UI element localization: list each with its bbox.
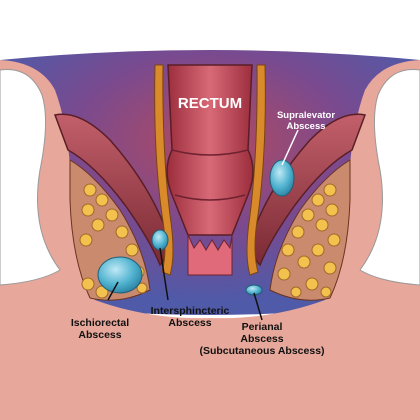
fat-lobule-icon xyxy=(291,225,305,239)
fat-lobule-icon xyxy=(115,225,129,239)
rectum-label: RECTUM xyxy=(178,95,242,112)
fat-lobule-icon xyxy=(95,193,109,207)
abscess-icon xyxy=(97,256,143,294)
intersphincteric-label-line2: Abscess xyxy=(168,317,211,329)
perianal-label-line1: Perianal xyxy=(242,321,283,333)
rectum-fold xyxy=(174,194,246,201)
fat-lobule-icon xyxy=(290,286,302,298)
fat-lobule-icon xyxy=(81,203,95,217)
anal-canal xyxy=(187,234,233,276)
fat-lobule-icon xyxy=(325,203,339,217)
rectum-fold xyxy=(171,149,249,156)
fat-lobule-icon xyxy=(281,243,295,257)
left-pelvic-bone xyxy=(0,69,61,286)
right-pelvic-bone xyxy=(359,69,420,286)
intersphincteric-label-line1: Intersphincteric xyxy=(151,305,230,317)
perianal-label-line3: (Subcutaneous Abscess) xyxy=(199,345,324,357)
right-external-sphincter xyxy=(246,64,266,276)
supralevator-label-line1: Supralevator xyxy=(277,110,335,121)
ischiorectal-label-line2: Abscess xyxy=(78,329,121,341)
fat-lobule-icon xyxy=(83,183,97,197)
rectum-body xyxy=(166,64,254,236)
fat-lobule-icon xyxy=(105,208,119,222)
fat-lobule-icon xyxy=(79,233,93,247)
fat-lobule-icon xyxy=(136,282,148,294)
fat-lobule-icon xyxy=(91,218,105,232)
fat-lobule-icon xyxy=(81,277,95,291)
fat-lobule-icon xyxy=(315,218,329,232)
fat-lobule-icon xyxy=(305,277,319,291)
pointer-line-icon xyxy=(107,281,119,301)
fat-lobule-icon xyxy=(320,286,332,298)
fat-lobule-icon xyxy=(297,255,311,269)
abscess-icon xyxy=(151,229,169,251)
fat-lobule-icon xyxy=(327,233,341,247)
skin-layer xyxy=(0,60,420,420)
left-external-sphincter xyxy=(154,64,174,276)
fat-lobule-icon xyxy=(323,183,337,197)
fat-lobule-icon xyxy=(323,261,337,275)
abscess-icon xyxy=(269,159,295,197)
supralevator-label-line2: Abscess xyxy=(286,121,325,132)
fat-lobule-icon xyxy=(125,243,139,257)
fat-lobule-icon xyxy=(277,267,291,281)
pointer-line-icon xyxy=(281,129,299,166)
pointer-line-icon xyxy=(159,247,169,301)
fat-lobule-icon xyxy=(311,243,325,257)
perianal-label-line2: Abscess xyxy=(240,333,283,345)
ischiorectal-label-line1: Ischiorectal xyxy=(71,317,129,329)
fat-lobule-icon xyxy=(311,193,325,207)
fat-lobule-icon xyxy=(301,208,315,222)
pointer-line-icon xyxy=(253,292,263,321)
